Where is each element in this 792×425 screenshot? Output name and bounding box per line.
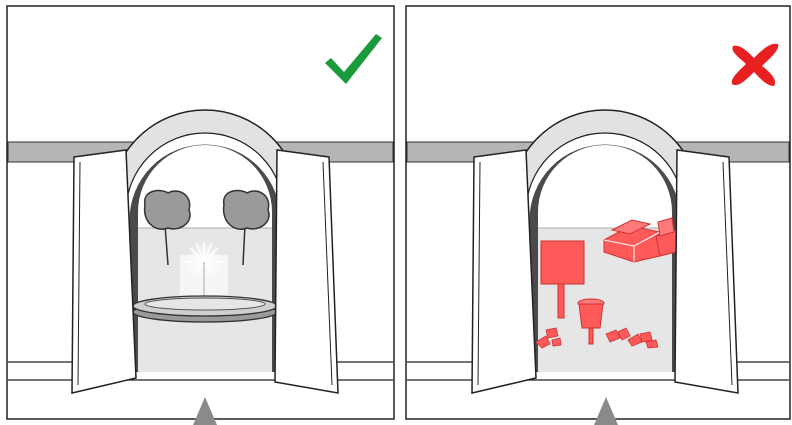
- right-door: [275, 150, 338, 393]
- left-door: [72, 150, 136, 393]
- left-door: [472, 150, 536, 393]
- panel-bad: [406, 6, 790, 425]
- panel-good: [7, 6, 394, 425]
- pool-icon: [133, 296, 277, 322]
- right-door: [675, 150, 738, 393]
